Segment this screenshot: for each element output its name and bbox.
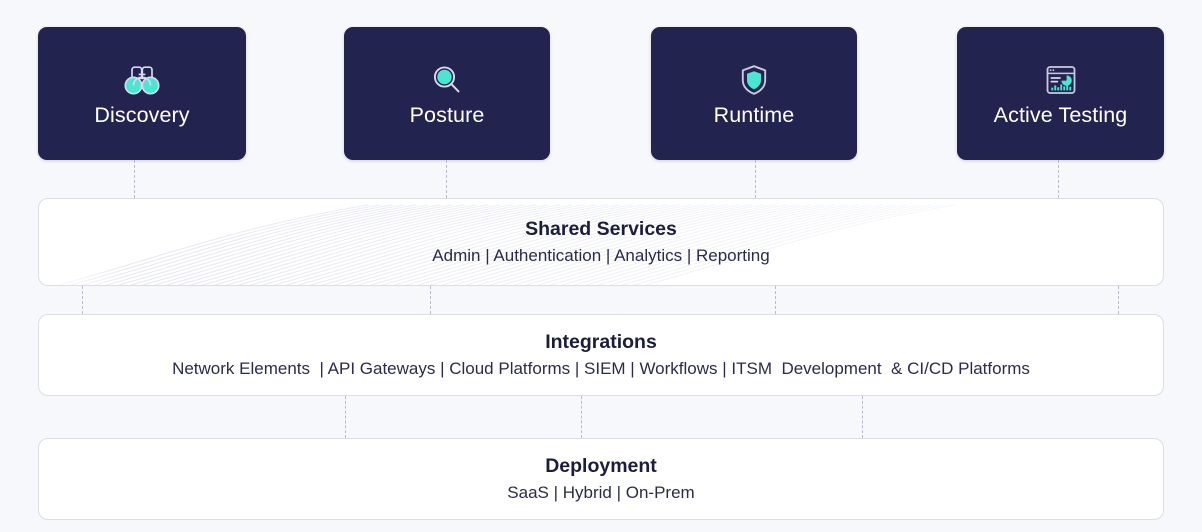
band-subtitle: SaaS | Hybrid | On-Prem — [507, 482, 695, 502]
dashboard-analytics-icon — [1042, 60, 1080, 100]
band-shared-services: Shared Services Admin | Authentication |… — [38, 198, 1164, 286]
band-texture-lines — [58, 204, 956, 285]
connector-active-testing-to-shared — [1058, 160, 1059, 198]
band-title: Shared Services — [525, 218, 677, 241]
band-title: Integrations — [545, 331, 657, 354]
connector-discovery-to-shared — [134, 160, 135, 198]
connector-shared-to-integrations-4 — [1118, 286, 1119, 314]
connector-posture-to-shared — [446, 160, 447, 198]
band-subtitle: Network Elements | API Gateways | Cloud … — [172, 358, 1030, 378]
pillar-card-posture[interactable]: Posture — [344, 27, 550, 160]
band-deployment: Deployment SaaS | Hybrid | On-Prem — [38, 438, 1164, 520]
band-subtitle: Admin | Authentication | Analytics | Rep… — [432, 245, 770, 265]
connector-integrations-to-deployment-1 — [345, 396, 346, 438]
pillar-card-discovery[interactable]: Discovery — [38, 27, 246, 160]
magnifying-glass-icon — [429, 60, 465, 100]
band-integrations: Integrations Network Elements | API Gate… — [38, 314, 1164, 396]
connector-runtime-to-shared — [755, 160, 756, 198]
pillar-label: Runtime — [713, 102, 795, 127]
pillar-label: Posture — [409, 102, 485, 127]
pillar-card-runtime[interactable]: Runtime — [651, 27, 857, 160]
binoculars-icon — [122, 60, 162, 100]
connector-shared-to-integrations-3 — [775, 286, 776, 314]
pillar-label: Active Testing — [993, 102, 1128, 127]
connector-shared-to-integrations-2 — [430, 286, 431, 314]
band-title: Deployment — [545, 455, 657, 478]
connector-integrations-to-deployment-3 — [862, 396, 863, 438]
shield-icon — [738, 60, 770, 100]
connector-shared-to-integrations-1 — [82, 286, 83, 314]
pillar-label: Discovery — [94, 102, 190, 127]
pillar-card-active-testing[interactable]: Active Testing — [957, 27, 1164, 160]
connector-integrations-to-deployment-2 — [581, 396, 582, 438]
